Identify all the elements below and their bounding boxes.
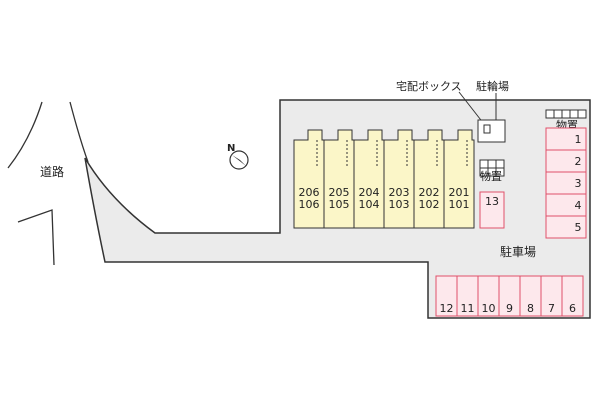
unit-upper-number: 206 <box>299 186 320 199</box>
parking-number: 6 <box>569 302 576 315</box>
storage-box <box>495 159 505 169</box>
compass-north-letter: N <box>227 143 235 154</box>
parking-number: 10 <box>482 302 496 315</box>
parking-number: 8 <box>527 302 534 315</box>
unit-lower-number: 106 <box>299 198 320 211</box>
storage-box <box>495 167 505 177</box>
parking-row-bottom: 12 11 10 9 8 7 6 <box>435 275 584 317</box>
parking-number: 2 <box>575 155 582 168</box>
delivery-box-label: 宅配ボックス <box>396 79 462 93</box>
unit-outline <box>383 129 415 229</box>
parking-number: 13 <box>485 195 499 208</box>
parking-label: 駐車場 <box>500 244 536 259</box>
unit-outline <box>293 129 325 229</box>
storage-middle: 物置 <box>479 159 505 183</box>
unit-lower-number: 101 <box>449 198 470 211</box>
parking-number: 3 <box>575 177 582 190</box>
storage-box <box>479 159 489 169</box>
unit-outline <box>413 129 445 229</box>
parking-number: 7 <box>548 302 555 315</box>
unit-lower-number: 104 <box>359 198 380 211</box>
parking-number: 1 <box>575 133 582 146</box>
storage-box <box>577 109 587 119</box>
parking-number: 5 <box>575 221 582 234</box>
storage-box <box>569 109 579 119</box>
unit-lower-number: 103 <box>389 198 410 211</box>
parking-space <box>561 275 584 317</box>
parking-number: 12 <box>440 302 454 315</box>
unit-outline <box>443 129 475 229</box>
delivery-box-icon <box>483 124 491 134</box>
unit-upper-number: 202 <box>419 186 440 199</box>
unit-outline <box>353 129 385 229</box>
unit-lower-number: 105 <box>329 198 350 211</box>
bicycle-parking-area <box>477 119 506 143</box>
delivery-box-leader <box>458 91 485 125</box>
unit-upper-number: 203 <box>389 186 410 199</box>
unit-outline <box>323 129 355 229</box>
storage-box <box>487 159 497 169</box>
storage-box <box>545 109 555 119</box>
storage-mid-label: 物置 <box>480 169 502 183</box>
storage-box <box>561 109 571 119</box>
parking-number: 11 <box>461 302 475 315</box>
bicycle-parking-label: 駐輪場 <box>476 79 509 93</box>
parking-number: 4 <box>575 199 582 212</box>
north-compass-icon: N <box>227 143 249 170</box>
parking-column-right: 1 2 3 4 5 <box>545 127 587 239</box>
road-lines <box>7 101 89 266</box>
parking-space-13: 13 <box>479 191 505 229</box>
parking-space <box>479 191 505 229</box>
parking-space <box>545 215 587 239</box>
storage-box <box>553 109 563 119</box>
unit-upper-number: 204 <box>359 186 380 199</box>
road-label: 道路 <box>40 164 64 179</box>
unit-upper-number: 205 <box>329 186 350 199</box>
unit-upper-number: 201 <box>449 186 470 199</box>
parking-number: 9 <box>506 302 513 315</box>
unit-lower-number: 102 <box>419 198 440 211</box>
